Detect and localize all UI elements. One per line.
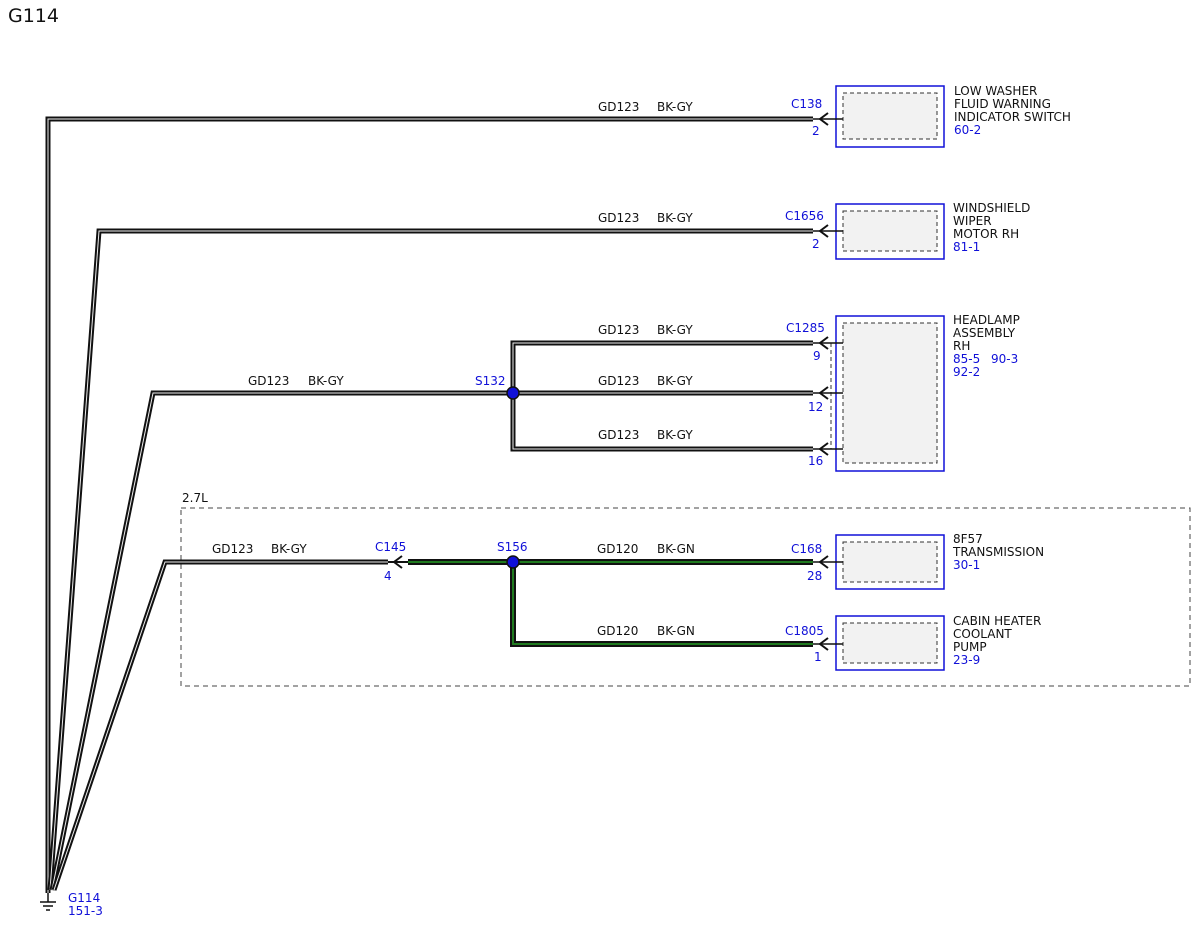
splice-s156-label: S156: [497, 540, 528, 554]
wire-color-label: BK-GN: [657, 542, 695, 556]
wire-circuit-label: GD123: [598, 100, 639, 114]
wire-c145-feed: [51, 559, 388, 891]
wire-circuit-label: GD123: [598, 211, 639, 225]
component-cabin-heater-pump: [813, 615, 945, 671]
page-ref: 81-1: [953, 240, 980, 254]
component-name-line: HEADLAMP: [953, 313, 1020, 327]
wire-circuit-label: GD123: [248, 374, 289, 388]
page-ref: 92-2: [953, 365, 980, 379]
inline-connector-c145: [388, 555, 408, 569]
component-name-line: ASSEMBLY: [953, 326, 1016, 340]
wire-c138: [45, 116, 813, 893]
component-name-line: LOW WASHER: [954, 84, 1037, 98]
connector-c1285-label: C1285: [786, 321, 825, 335]
component-name-line: COOLANT: [953, 627, 1012, 641]
wire-circuit-label: GD123: [598, 323, 639, 337]
component-name-line: WIPER: [953, 214, 992, 228]
wire-c1656: [47, 228, 813, 891]
pin-label: 2: [812, 124, 820, 138]
pin-label: 2: [812, 237, 820, 251]
wire-color-label: BK-GY: [657, 323, 693, 337]
connector-c168-label: C168: [791, 542, 822, 556]
c145-pin: 4: [384, 569, 392, 583]
page-ref: 30-1: [953, 558, 980, 572]
splice-s132-dot: [506, 386, 520, 400]
connector-c138-label: C138: [791, 97, 822, 111]
ground-icon: [40, 893, 56, 911]
component-name-line: RH: [953, 339, 970, 353]
component-wiper-motor-rh: [813, 203, 945, 260]
wire-circuit-label: GD123: [598, 428, 639, 442]
wire-circuit-label: GD120: [597, 542, 638, 556]
connector-c1656-label: C1656: [785, 209, 824, 223]
connector-c1805-label: C1805: [785, 624, 824, 638]
component-name-line: 8F57: [953, 532, 983, 546]
wire-circuit-label: GD123: [212, 542, 253, 556]
pin-label: 12: [808, 400, 823, 414]
wire-color-label: BK-GY: [308, 374, 344, 388]
wire-circuit-label: GD120: [597, 624, 638, 638]
wire-color-label: BK-GY: [657, 374, 693, 388]
component-low-washer-switch: [813, 85, 945, 148]
pin-label: 28: [807, 569, 822, 583]
component-name-line: PUMP: [953, 640, 987, 654]
component-name-line: TRANSMISSION: [952, 545, 1044, 559]
wire-color-label: BK-GY: [657, 100, 693, 114]
wire-color-label: BK-GY: [657, 428, 693, 442]
ground-label: G114: [68, 891, 100, 905]
wire-color-label: BK-GY: [271, 542, 307, 556]
wire-color-label: BK-GY: [657, 211, 693, 225]
page-ref: 85-5: [953, 352, 980, 366]
page-ref: 60-2: [954, 123, 981, 137]
component-name-line: FLUID WARNING: [954, 97, 1051, 111]
c145-label: C145: [375, 540, 406, 554]
zone-label: 2.7L: [182, 491, 208, 505]
ground-ref: 151-3: [68, 904, 103, 918]
wire-green-s156: [408, 559, 813, 647]
engine-zone-box: [180, 507, 1191, 687]
component-name-line: MOTOR RH: [953, 227, 1019, 241]
page-ref: 23-9: [953, 653, 980, 667]
splice-s132-label: S132: [475, 374, 506, 388]
component-name-line: INDICATOR SWITCH: [954, 110, 1071, 124]
wire-s132-feed: [49, 390, 513, 891]
pin-label: 1: [814, 650, 822, 664]
component-name-line: CABIN HEATER: [953, 614, 1041, 628]
splice-s156-dot: [506, 555, 520, 569]
page-ref: 90-3: [991, 352, 1018, 366]
pin-label: 9: [813, 349, 821, 363]
component-headlamp-rh: [813, 315, 945, 472]
component-name-line: WINDSHIELD: [953, 201, 1030, 215]
component-transmission: [813, 534, 945, 590]
page-title: G114: [8, 5, 59, 27]
wire-color-label: BK-GN: [657, 624, 695, 638]
pin-label: 16: [808, 454, 823, 468]
wire-circuit-label: GD123: [598, 374, 639, 388]
